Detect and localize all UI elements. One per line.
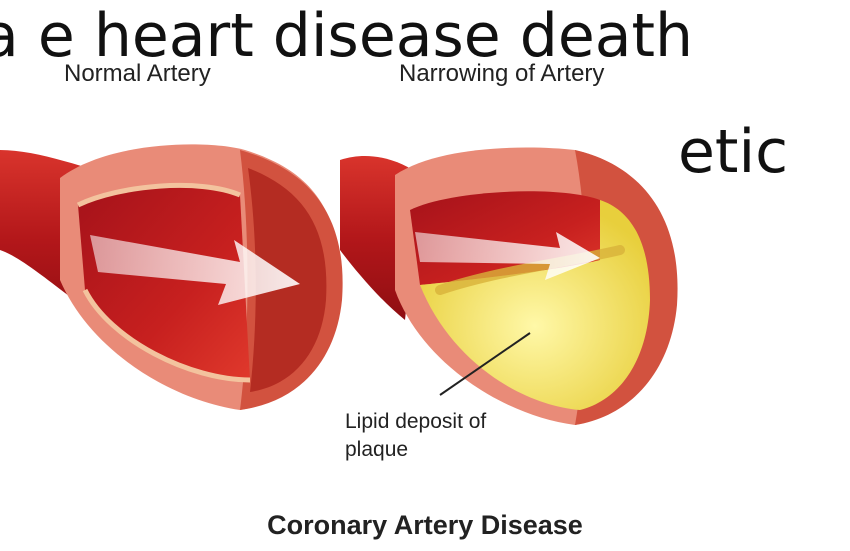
plaque-label-line1: Lipid deposit of	[345, 408, 486, 436]
narrowed-artery-graphic	[340, 148, 678, 425]
plaque-label-line2: plaque	[345, 436, 486, 464]
narrowing-artery-label: Narrowing of Artery	[393, 58, 610, 90]
normal-artery-label: Normal Artery	[58, 58, 217, 90]
plaque-label: Lipid deposit of plaque	[345, 408, 486, 464]
diagram-caption: Coronary Artery Disease	[0, 510, 850, 541]
normal-artery-graphic	[0, 144, 343, 410]
